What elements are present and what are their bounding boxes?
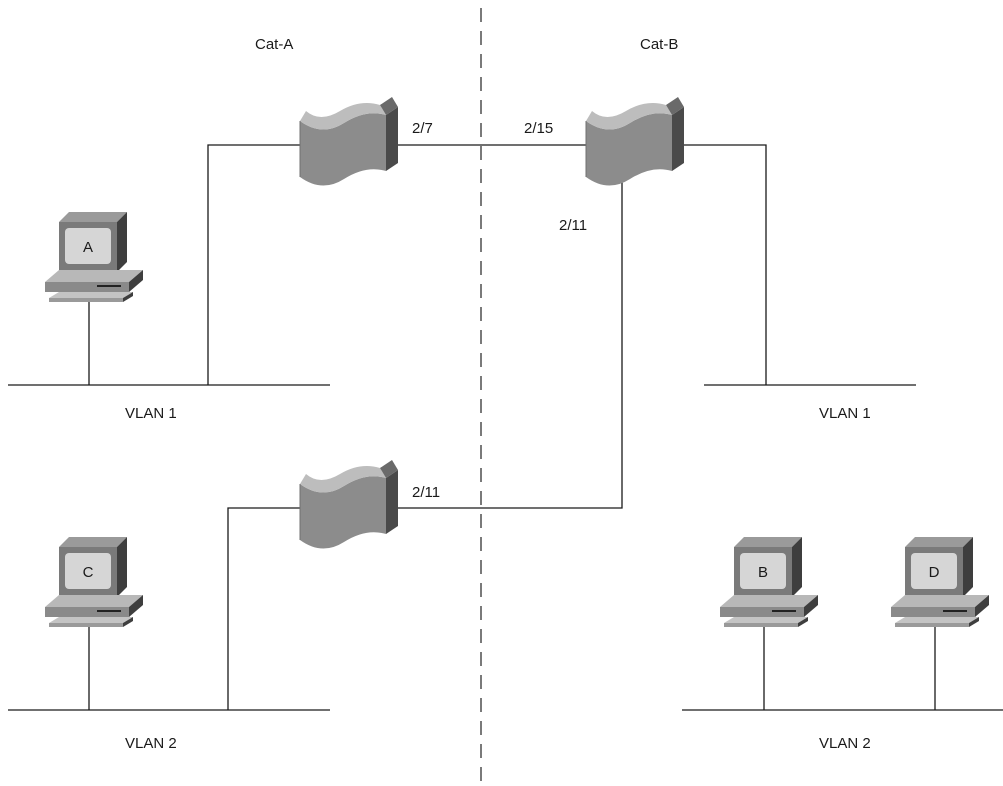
workstation-a: A xyxy=(45,212,143,302)
cat-a-vlan2-link xyxy=(227,507,301,710)
host-a-label: A xyxy=(83,239,93,256)
left-vlan2-label: VLAN 2 xyxy=(125,735,177,752)
cat-a-vlan1-link xyxy=(207,144,301,385)
workstation-icon xyxy=(45,212,143,302)
cat-a-switch-icon xyxy=(299,96,399,187)
workstation-b: B xyxy=(720,537,818,627)
workstation-icon xyxy=(720,537,818,627)
right-vlan2-label: VLAN 2 xyxy=(819,735,871,752)
left-vlan1-label: VLAN 1 xyxy=(125,405,177,422)
workstation-d: D xyxy=(891,537,989,627)
cat-a-label: Cat-A xyxy=(255,36,293,53)
port-label-cat-a-2-11: 2/11 xyxy=(412,484,440,501)
cat-b-label: Cat-B xyxy=(640,36,678,53)
host-b-label: B xyxy=(758,564,768,581)
right-vlan1-label: VLAN 1 xyxy=(819,405,871,422)
cat-a-vlan2-switch-icon xyxy=(299,459,399,550)
cat-b-switch-icon xyxy=(585,96,685,187)
port-label-2-7: 2/7 xyxy=(412,120,433,137)
port-label-cat-b-2-11: 2/11 xyxy=(559,217,587,234)
host-c-label: C xyxy=(83,564,94,581)
cat-b-vlan1-link xyxy=(682,144,767,385)
workstation-icon xyxy=(45,537,143,627)
workstation-icon xyxy=(891,537,989,627)
workstation-c: C xyxy=(45,537,143,627)
vlan2-interswitch-link xyxy=(396,180,623,509)
host-d-label: D xyxy=(929,564,940,581)
port-label-2-15: 2/15 xyxy=(524,120,553,137)
